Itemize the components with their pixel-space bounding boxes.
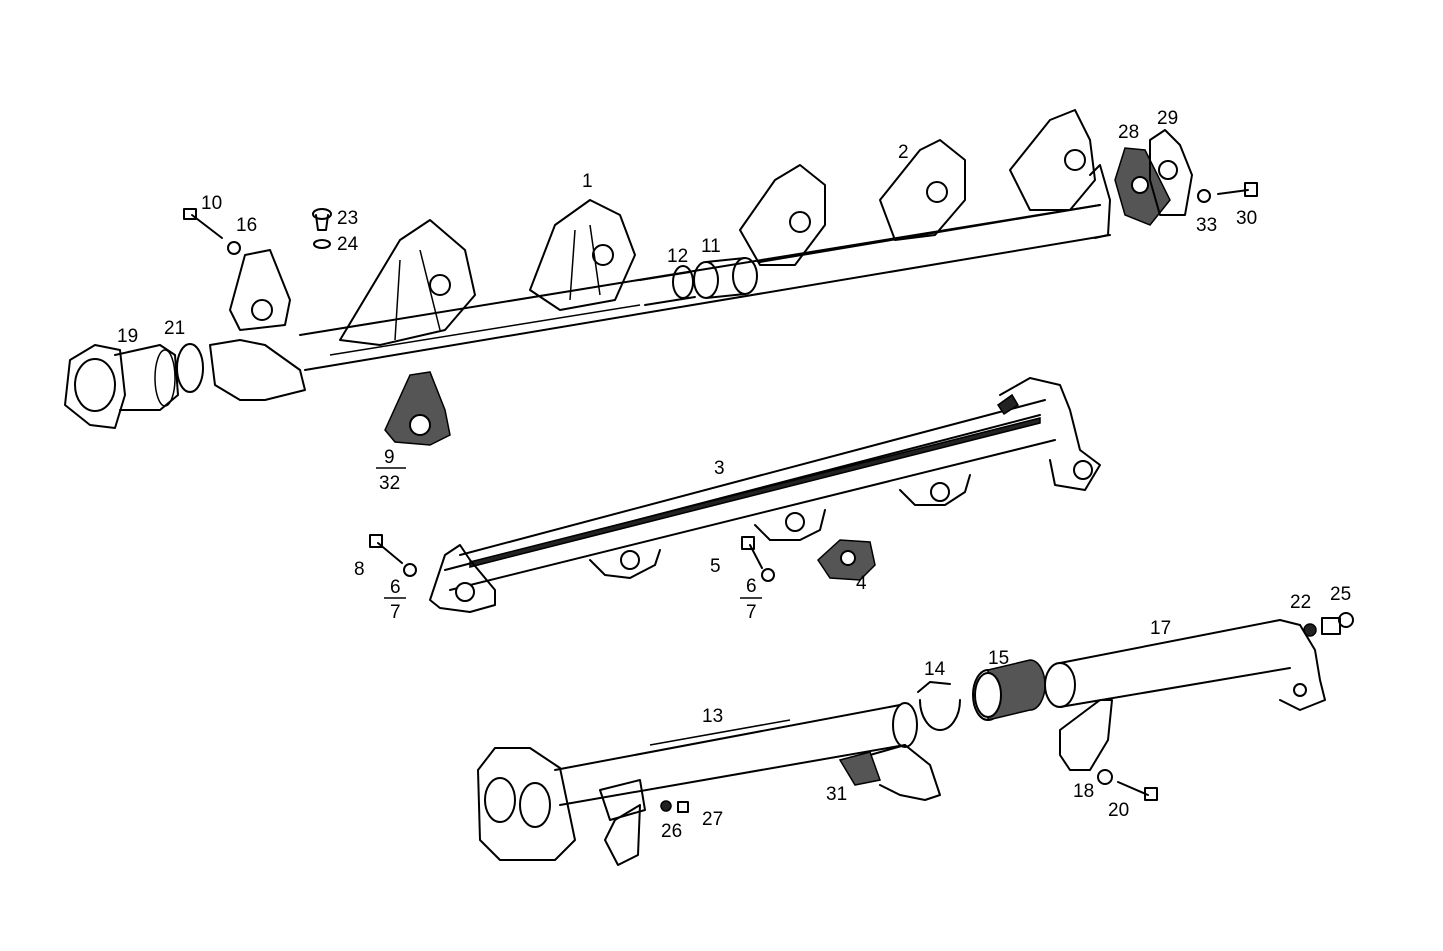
callout-18: 18 <box>1073 781 1094 802</box>
bolt-part-30 <box>1217 182 1258 197</box>
callout-10: 10 <box>201 193 222 214</box>
callout-28: 28 <box>1118 122 1139 143</box>
gasket-part-9 <box>384 371 451 446</box>
screw-part-27 <box>677 801 689 813</box>
callout-21: 21 <box>164 318 185 339</box>
callout-14: 14 <box>924 659 946 680</box>
callout-23: 23 <box>337 208 358 229</box>
bolt-part-5 <box>741 536 763 569</box>
washer-part-16 <box>227 241 241 255</box>
callout-26: 26 <box>661 821 682 842</box>
washer-part-33 <box>1197 189 1211 203</box>
callout-6-right: 6 <box>746 576 757 597</box>
sleeve-part-11 <box>693 257 758 299</box>
callout-15: 15 <box>988 648 1009 669</box>
callout-31: 31 <box>826 784 847 805</box>
callout-12: 12 <box>667 246 688 267</box>
callout-24: 24 <box>337 234 359 255</box>
callout-4: 4 <box>856 573 867 594</box>
upper-manifold-part-1 <box>229 109 1111 371</box>
bolt-part-8 <box>369 534 403 564</box>
callout-25: 25 <box>1330 584 1351 605</box>
callout-20: 20 <box>1108 800 1129 821</box>
callout-32: 32 <box>379 473 400 494</box>
washer-part-22 <box>1303 623 1317 637</box>
callout-1: 1 <box>582 171 593 192</box>
callout-33: 33 <box>1196 215 1217 236</box>
callout-6-left: 6 <box>390 577 401 598</box>
callout-22: 22 <box>1290 592 1311 613</box>
callout-7-left: 7 <box>390 602 401 623</box>
washer-part-26 <box>660 800 672 812</box>
middle-manifold-part-3 <box>429 377 1101 613</box>
callout-9: 9 <box>384 447 395 468</box>
callout-5: 5 <box>710 556 721 577</box>
seal-ring-part-12 <box>672 265 694 299</box>
callout-11: 11 <box>701 236 721 257</box>
plug-part-23 <box>312 208 332 231</box>
callout-30: 30 <box>1236 208 1257 229</box>
callout-27: 27 <box>702 809 723 830</box>
outlet-flange-part-19 <box>64 344 179 429</box>
callout-16: 16 <box>236 215 257 236</box>
bolt-part-10 <box>183 208 223 239</box>
pipe-part-17 <box>1044 619 1326 771</box>
callout-3: 3 <box>714 458 725 479</box>
callout-19: 19 <box>117 326 138 347</box>
sleeve-part-15 <box>972 659 1046 721</box>
nut-part-6-right <box>761 568 775 582</box>
callout-17: 17 <box>1150 618 1171 639</box>
washer-part-24 <box>313 239 331 249</box>
callout-8: 8 <box>354 559 365 580</box>
callout-7-right: 7 <box>746 602 757 623</box>
clamp-part-14 <box>917 681 961 731</box>
callout-13: 13 <box>702 706 723 727</box>
seal-ring-part-21 <box>176 343 204 393</box>
cover-part-29 <box>1149 129 1193 216</box>
callout-29: 29 <box>1157 108 1178 129</box>
bolt-part-20 <box>1117 781 1158 801</box>
callout-2: 2 <box>898 142 909 163</box>
elbow-connector <box>209 339 306 401</box>
plug-part-25 <box>1321 612 1354 635</box>
lower-pipe-part-13 <box>477 702 941 866</box>
nut-part-6-left <box>403 563 417 577</box>
washer-part-18 <box>1097 769 1113 785</box>
